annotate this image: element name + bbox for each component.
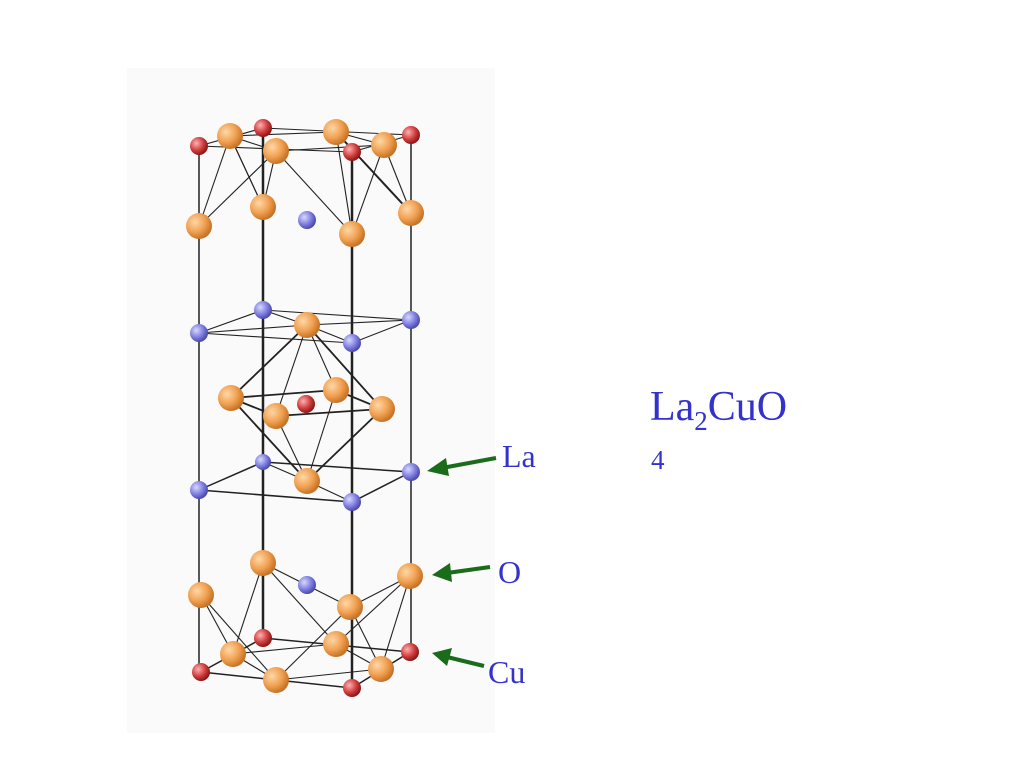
la-atom [220, 641, 246, 667]
o-atoms [190, 211, 420, 594]
la-atom [263, 138, 289, 164]
la-atom [323, 119, 349, 145]
arrow-la-icon [427, 456, 497, 476]
chemical-formula: La2CuO [650, 384, 788, 435]
legend-label-o: O [498, 554, 522, 590]
la-atom [323, 377, 349, 403]
cu-atom [401, 643, 419, 661]
la-atom [398, 200, 424, 226]
cu-atom [402, 126, 420, 144]
arrow-o-icon [432, 563, 491, 582]
la-atom [337, 594, 363, 620]
o-atom [190, 324, 208, 342]
o-atom [343, 334, 361, 352]
cu-atom [192, 663, 210, 681]
cu-atoms [190, 119, 420, 697]
arrow-cu-icon [432, 648, 485, 668]
la-atom [250, 194, 276, 220]
o-atom [402, 311, 420, 329]
formula-subscript-2: 2 [694, 406, 708, 436]
la-atom [339, 221, 365, 247]
o-atom [402, 463, 420, 481]
o-atom [255, 454, 271, 470]
la-atom [397, 563, 423, 589]
la-atom [263, 403, 289, 429]
la-atom [217, 123, 243, 149]
la-atom [371, 132, 397, 158]
la-atom [294, 468, 320, 494]
o-atom [190, 481, 208, 499]
la-atom [186, 213, 212, 239]
cu-atom [190, 137, 208, 155]
o-atom [298, 576, 316, 594]
formula-part-la: La [650, 384, 695, 430]
formula-part-cuo: CuO [707, 384, 788, 430]
la-atom [368, 656, 394, 682]
la-atom [369, 396, 395, 422]
legend-arrows [427, 456, 497, 668]
formula-subscript-4: 4 [651, 445, 665, 475]
legend-label-cu: Cu [488, 654, 526, 690]
la-atom [218, 385, 244, 411]
legend-label-la: La [502, 438, 536, 474]
la-atom [294, 312, 320, 338]
cu-atom [254, 119, 272, 137]
cu-atom [343, 679, 361, 697]
cu-atom [343, 143, 361, 161]
la-atom [263, 667, 289, 693]
o-atom [343, 493, 361, 511]
la-atom [250, 550, 276, 576]
la-atom [323, 631, 349, 657]
o-atom [254, 301, 272, 319]
o-atom [298, 211, 316, 229]
cu-atom [297, 395, 315, 413]
la-atom [188, 582, 214, 608]
cu-atom [254, 629, 272, 647]
la-atoms [186, 119, 424, 693]
